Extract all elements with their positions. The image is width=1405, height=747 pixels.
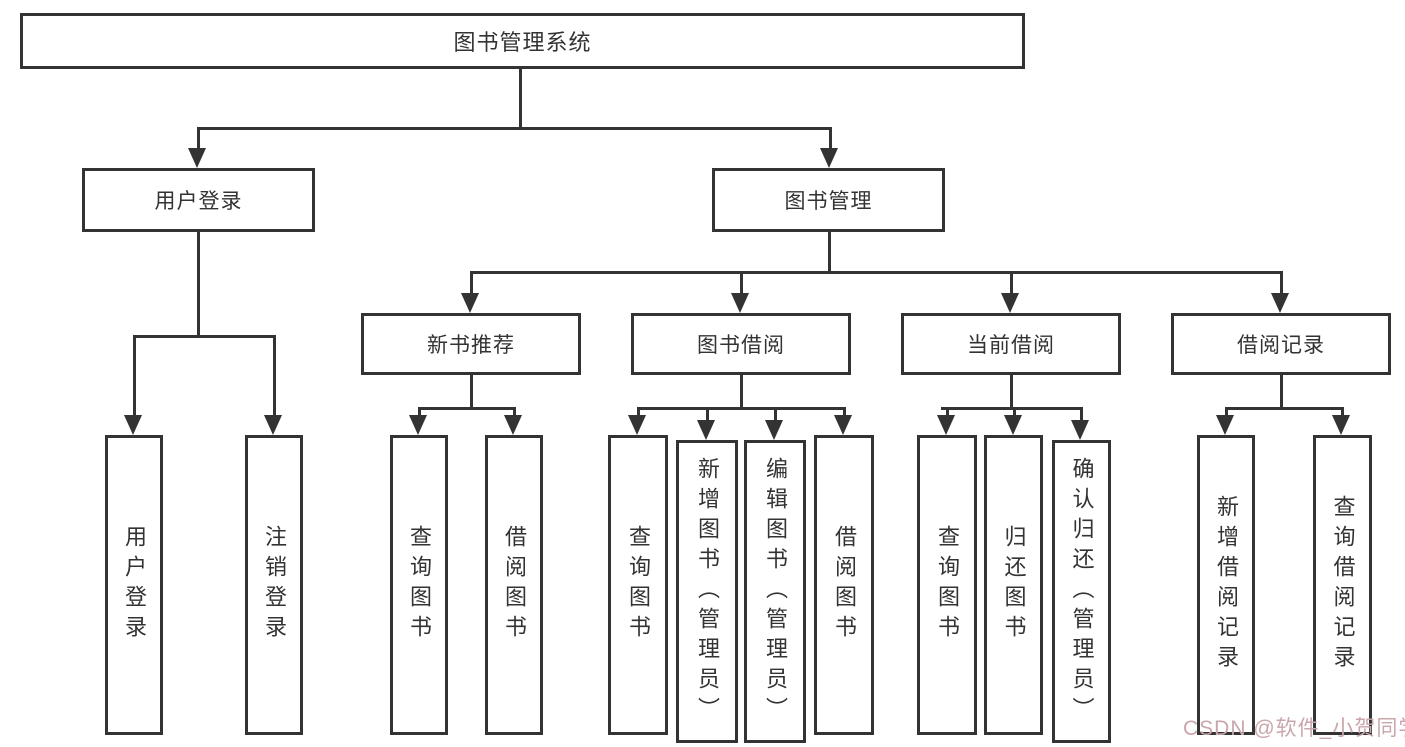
- arrow-book-borrow-leaf-2: [697, 407, 715, 440]
- leaf-return-books: 归还图书: [984, 435, 1043, 735]
- node-borrowing-records: 借阅记录: [1171, 313, 1391, 375]
- connector-new-book-rail: [418, 407, 516, 410]
- leaf-confirm-return-admin: 确认归还（管理员）: [1052, 440, 1111, 743]
- connector-current-borrow-rail: [941, 407, 1081, 410]
- leaf-label: 查询图书: [407, 525, 432, 645]
- leaf-borrow-books: 借阅图书: [814, 435, 874, 735]
- connector-book-management-stem: [828, 232, 831, 271]
- arrow-current-borrow-leaf-3: [1071, 407, 1089, 440]
- arrow-borrow-record-leaf-2: [1332, 407, 1350, 435]
- leaf-query-borrow-record: 查询借阅记录: [1313, 435, 1372, 735]
- arrow-to-borrow-record: [1271, 271, 1289, 313]
- leaf-label: 确认归还（管理员）: [1069, 456, 1095, 727]
- arrow-new-book-leaf-2: [504, 407, 522, 435]
- connector-user-login-rail: [133, 335, 275, 338]
- leaf-label: 借阅图书: [832, 525, 857, 645]
- arrow-to-current-borrow: [1001, 271, 1019, 313]
- leaf-label: 新增借阅记录: [1214, 495, 1239, 675]
- arrow-book-borrow-leaf-1: [628, 407, 646, 435]
- connector-user-login-stem: [197, 232, 200, 335]
- node-library-management-system: 图书管理系统: [20, 13, 1025, 69]
- leaf-edit-books-admin: 编辑图书（管理员）: [744, 440, 806, 743]
- connector-book-borrow-rail: [637, 407, 846, 410]
- connector-root-rail: [197, 127, 831, 130]
- leaf-add-borrow-record: 新增借阅记录: [1197, 435, 1255, 735]
- node-label: 图书借阅: [697, 334, 785, 357]
- leaf-label: 查询借阅记录: [1330, 495, 1356, 675]
- connector-borrow-record-stem: [1280, 375, 1283, 407]
- leaf-label: 查询图书: [626, 525, 651, 645]
- connector-root-stem: [519, 69, 522, 127]
- node-new-book-recommendation: 新书推荐: [361, 313, 581, 375]
- arrow-book-borrow-leaf-4: [834, 407, 852, 435]
- node-current-borrowing: 当前借阅: [901, 313, 1121, 375]
- node-label: 当前借阅: [967, 334, 1055, 357]
- node-label: 图书管理: [784, 190, 873, 213]
- connector-book-management-rail: [470, 271, 1282, 274]
- leaf-label: 借阅图书: [502, 525, 527, 645]
- arrow-to-user-login-leaf: [124, 335, 142, 435]
- node-book-management: 图书管理: [712, 168, 945, 232]
- connector-new-book-stem: [470, 375, 473, 407]
- arrow-to-book-management: [820, 127, 838, 168]
- arrow-borrow-record-leaf-1: [1216, 407, 1234, 435]
- connector-borrow-record-rail: [1225, 407, 1344, 410]
- leaf-logout: 注销登录: [245, 435, 303, 735]
- node-label: 借阅记录: [1237, 334, 1325, 357]
- node-user-login: 用户登录: [82, 168, 315, 232]
- leaf-user-login: 用户登录: [105, 435, 163, 735]
- arrow-current-borrow-leaf-1: [937, 407, 955, 435]
- leaf-query-books-borrow: 查询图书: [608, 435, 668, 735]
- node-book-borrowing: 图书借阅: [631, 313, 851, 375]
- leaf-label: 新增图书（管理员）: [695, 456, 720, 727]
- leaf-query-books-current: 查询图书: [917, 435, 977, 735]
- arrow-current-borrow-leaf-2: [1004, 407, 1022, 435]
- leaf-add-books-admin: 新增图书（管理员）: [676, 440, 738, 743]
- csdn-watermark: CSDN @软件_小贺同学: [1183, 717, 1405, 740]
- connector-current-borrow-stem: [1010, 375, 1013, 407]
- node-label: 用户登录: [154, 190, 243, 213]
- leaf-borrow-books-newrec: 借阅图书: [485, 435, 543, 735]
- leaf-label: 查询图书: [935, 525, 960, 645]
- arrow-to-user-login: [188, 127, 206, 168]
- node-label: 图书管理系统: [453, 30, 592, 55]
- leaf-query-books-newrec: 查询图书: [390, 435, 448, 735]
- arrow-book-borrow-leaf-3: [765, 407, 783, 440]
- arrow-to-book-borrow: [731, 271, 749, 313]
- arrow-new-book-leaf-1: [409, 407, 427, 435]
- node-label: 新书推荐: [427, 334, 515, 357]
- leaf-label: 用户登录: [122, 525, 147, 645]
- leaf-label: 注销登录: [262, 525, 287, 645]
- connector-book-borrow-stem: [740, 375, 743, 407]
- leaf-label: 归还图书: [1001, 525, 1027, 645]
- arrow-to-new-book-rec: [461, 271, 479, 313]
- arrow-to-logout-leaf: [264, 335, 282, 435]
- leaf-label: 编辑图书（管理员）: [763, 456, 788, 727]
